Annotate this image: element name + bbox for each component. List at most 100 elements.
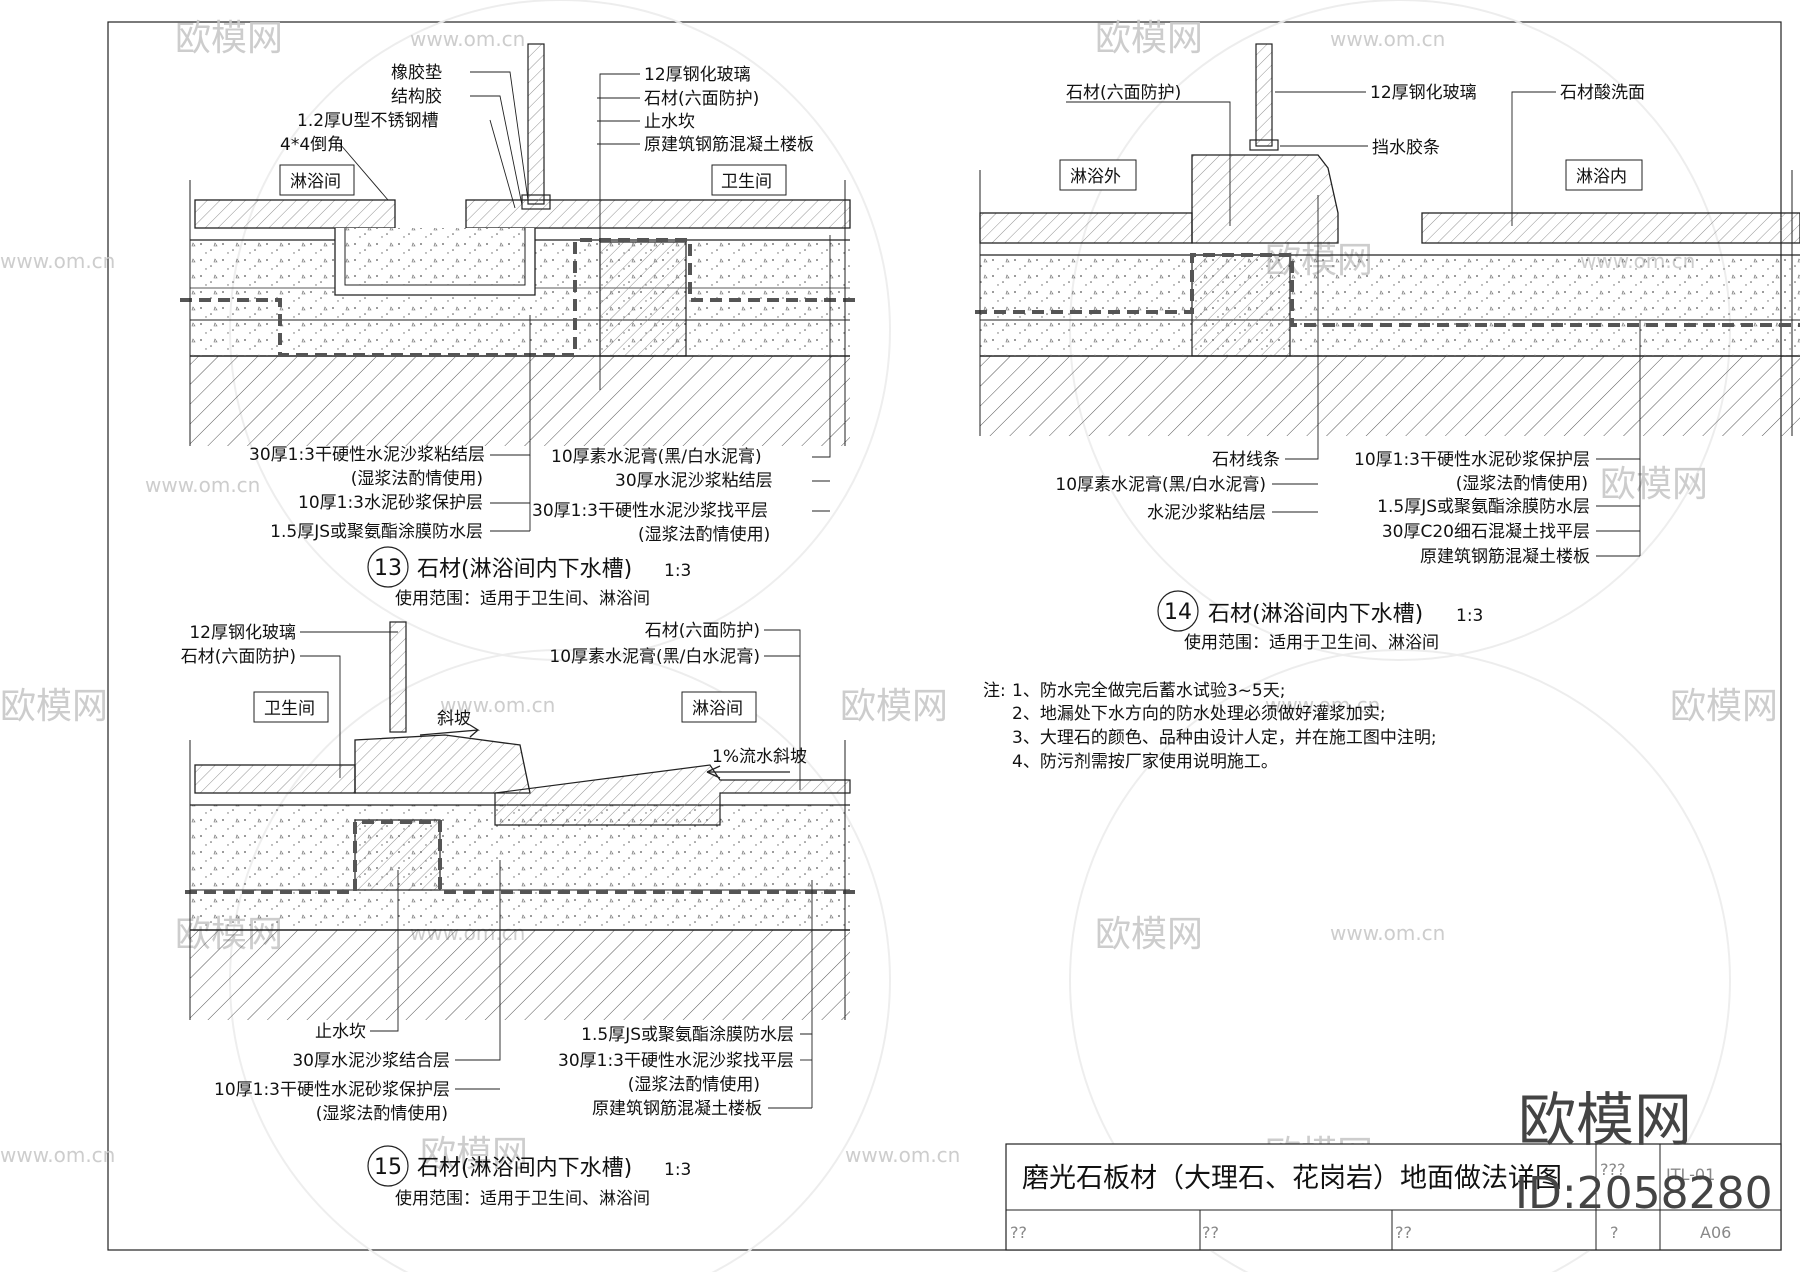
label-cement-paste: 10厚素水泥膏(黑/白水泥膏) xyxy=(549,646,760,667)
label-cement-bond: 30厚水泥沙浆粘结层 xyxy=(615,471,773,491)
label-rc-slab: 原建筑钢筋混凝土楼板 xyxy=(644,135,814,155)
watermark-site: www.om.cn xyxy=(0,1143,115,1167)
note-2: 2、地漏处下水方向的防水处理必须做好灌浆加实; xyxy=(1012,704,1386,724)
stone-block xyxy=(1191,254,1291,357)
stone-tile-right xyxy=(494,764,851,826)
label-slope: 斜坡 xyxy=(437,709,471,729)
label-waterproof-js: 1.5厚JS或聚氨酯涂膜防水层 xyxy=(270,522,483,542)
label-wet-method-2: (湿浆法酌情使用) xyxy=(628,1074,760,1095)
label-cement-paste: 10厚素水泥膏(黑/白水泥膏) xyxy=(1055,474,1266,495)
label-flow-slope: 1%流水斜坡 xyxy=(712,747,807,767)
waterproof-membrane xyxy=(975,253,1800,327)
watermark-brand: 欧模网 xyxy=(420,1134,528,1175)
label-wet-method: (湿浆法酌情使用) xyxy=(1456,473,1588,494)
label-bond-30: 30厚水泥沙浆结合层 xyxy=(292,1051,450,1071)
watermark-site: www.om.cn xyxy=(1330,27,1445,51)
watermark-site: www.om.cn xyxy=(1265,693,1380,717)
detail-14-scope: 使用范围：适用于卫生间、淋浴间 xyxy=(1184,632,1439,653)
concrete-slab xyxy=(190,930,850,1020)
detail-15-section: 卫生间 淋浴间 斜坡 1%流水斜坡 12厚钢化玻璃 石材(六面防护) 石材(六面… xyxy=(181,621,855,1209)
slope-arrow xyxy=(419,724,480,738)
label-cement-paste: 10厚素水泥膏(黑/白水泥膏) xyxy=(551,446,762,467)
title-placeholder-2: ?? xyxy=(1202,1223,1219,1242)
label-water-stop: 止水坎 xyxy=(315,1022,366,1042)
label-rubber-pad: 橡胶垫 xyxy=(391,63,442,83)
watermark-site: www.om.cn xyxy=(440,693,555,717)
note-3: 3、大理石的颜色、品种由设计人定，并在施工图中注明; xyxy=(1012,728,1437,748)
title-block: 磨光石板材（大理石、花岗岩）地面做法详图 ?? ?? ?? ? ??? ITL-… xyxy=(1005,1143,1782,1251)
stone-threshold xyxy=(1191,154,1339,244)
stone-kerb xyxy=(599,241,687,357)
detail-14-section: 淋浴外 淋浴内 石材(六面防护) 12厚钢化玻璃 挡水胶条 石材酸洗面 石材线条… xyxy=(975,43,1800,653)
drawing-title: 磨光石板材（大理石、花岗岩）地面做法详图 xyxy=(1022,1163,1562,1194)
title-placeholder-1: ?? xyxy=(1010,1223,1027,1242)
watermark-site: www.om.cn xyxy=(410,27,525,51)
title-code-1: ??? xyxy=(1600,1160,1625,1179)
waterproof-membrane xyxy=(180,238,855,357)
label-stone-strip: 石材线条 xyxy=(1212,450,1280,470)
drawing-frame xyxy=(107,21,1782,1251)
title-code-2: ITL-01 xyxy=(1666,1165,1715,1184)
label-water-stop: 止水坎 xyxy=(644,112,695,132)
watermark-site: www.om.cn xyxy=(145,473,260,497)
detail-13-section: 淋浴间 卫生间 橡胶垫 结构胶 1.2厚U型不锈钢槽 4*4倒角 12厚钢化玻璃… xyxy=(180,43,855,609)
room-tag-shower: 淋浴间 xyxy=(692,699,743,719)
detail-15-scale: 1:3 xyxy=(664,1160,691,1180)
label-stone-6: 石材(六面防护) xyxy=(181,647,296,667)
detail-14-scale: 1:3 xyxy=(1456,606,1483,626)
watermark-brand: 欧模网 xyxy=(840,686,948,727)
detail-15-title: 石材(淋浴间内下水槽) xyxy=(417,1156,632,1181)
label-structural-glue: 结构胶 xyxy=(391,87,442,107)
tempered-glass xyxy=(527,43,545,205)
label-leveling-30: 30厚1:3干硬性水泥沙浆找平层 xyxy=(558,1051,794,1071)
room-tag-inside-shower: 淋浴内 xyxy=(1576,167,1627,187)
watermark-site: www.om.cn xyxy=(845,1143,960,1167)
notes-prefix: 注: xyxy=(983,681,1006,701)
label-waterproof-js: 1.5厚JS或聚氨酯涂膜防水层 xyxy=(581,1025,794,1045)
label-waterproof-js: 1.5厚JS或聚氨酯涂膜防水层 xyxy=(1377,497,1590,517)
tempered-glass xyxy=(389,621,407,733)
label-glass-12: 12厚钢化玻璃 xyxy=(1370,83,1477,103)
stone-block xyxy=(354,819,441,891)
room-tag-shower: 淋浴间 xyxy=(290,172,341,192)
label-bond-30: 30厚1:3干硬性水泥沙浆粘结层 xyxy=(249,445,485,465)
label-wet-method: (湿浆法酌情使用) xyxy=(316,1103,448,1124)
detail-14-number: 14 xyxy=(1164,600,1192,625)
label-stone-6-right: 石材(六面防护) xyxy=(645,621,760,641)
detail-13-title: 石材(淋浴间内下水槽) xyxy=(417,557,632,582)
title-placeholder-4: ? xyxy=(1610,1223,1619,1242)
label-protect-10: 10厚1:3水泥砂浆保护层 xyxy=(298,493,483,513)
stone-tile-left xyxy=(979,212,1193,244)
watermark-brand: 欧模网 xyxy=(175,18,283,59)
label-glass-12: 12厚钢化玻璃 xyxy=(189,623,296,643)
tempered-glass xyxy=(1255,43,1273,147)
stone-tile-right xyxy=(465,199,851,229)
label-water-strip: 挡水胶条 xyxy=(1372,138,1440,158)
watermark-brand: 欧模网 xyxy=(1600,464,1708,505)
stone-ramp xyxy=(354,734,531,794)
label-stone-6: 石材(六面防护) xyxy=(1066,83,1181,103)
label-chamfer: 4*4倒角 xyxy=(280,135,344,155)
watermark-brand: 欧模网 xyxy=(1095,18,1203,59)
label-protect-10: 10厚1:3干硬性水泥砂浆保护层 xyxy=(1354,450,1590,470)
room-tag-bathroom: 卫生间 xyxy=(264,699,315,719)
label-c20-leveling: 30厚C20细石混凝土找平层 xyxy=(1382,522,1590,542)
sheet-number: A06 xyxy=(1700,1223,1731,1242)
detail-15-number: 15 xyxy=(374,1155,402,1180)
label-leveling-30: 30厚1:3干硬性水泥沙浆找平层 xyxy=(532,501,768,521)
waterproof-membrane xyxy=(185,820,855,894)
watermark-brand: 欧模网 xyxy=(1095,914,1203,955)
label-acid-wash: 石材酸洗面 xyxy=(1560,83,1645,103)
watermark-brand: 欧模网 xyxy=(0,686,108,727)
detail-13-number: 13 xyxy=(374,556,402,581)
watermark-brand: 欧模网 xyxy=(1670,686,1778,727)
stone-tile-left xyxy=(194,199,396,229)
brand-overlay: 欧模网 ID:2058280 xyxy=(1515,1086,1773,1219)
label-protect-10: 10厚1:3干硬性水泥砂浆保护层 xyxy=(214,1080,450,1100)
brand-name: 欧模网 xyxy=(1518,1086,1692,1154)
label-cement-bond: 水泥沙浆粘结层 xyxy=(1147,503,1266,523)
label-rc-slab: 原建筑钢筋混凝土楼板 xyxy=(592,1099,762,1119)
note-4: 4、防污剂需按厂家使用说明施工。 xyxy=(1012,751,1278,772)
